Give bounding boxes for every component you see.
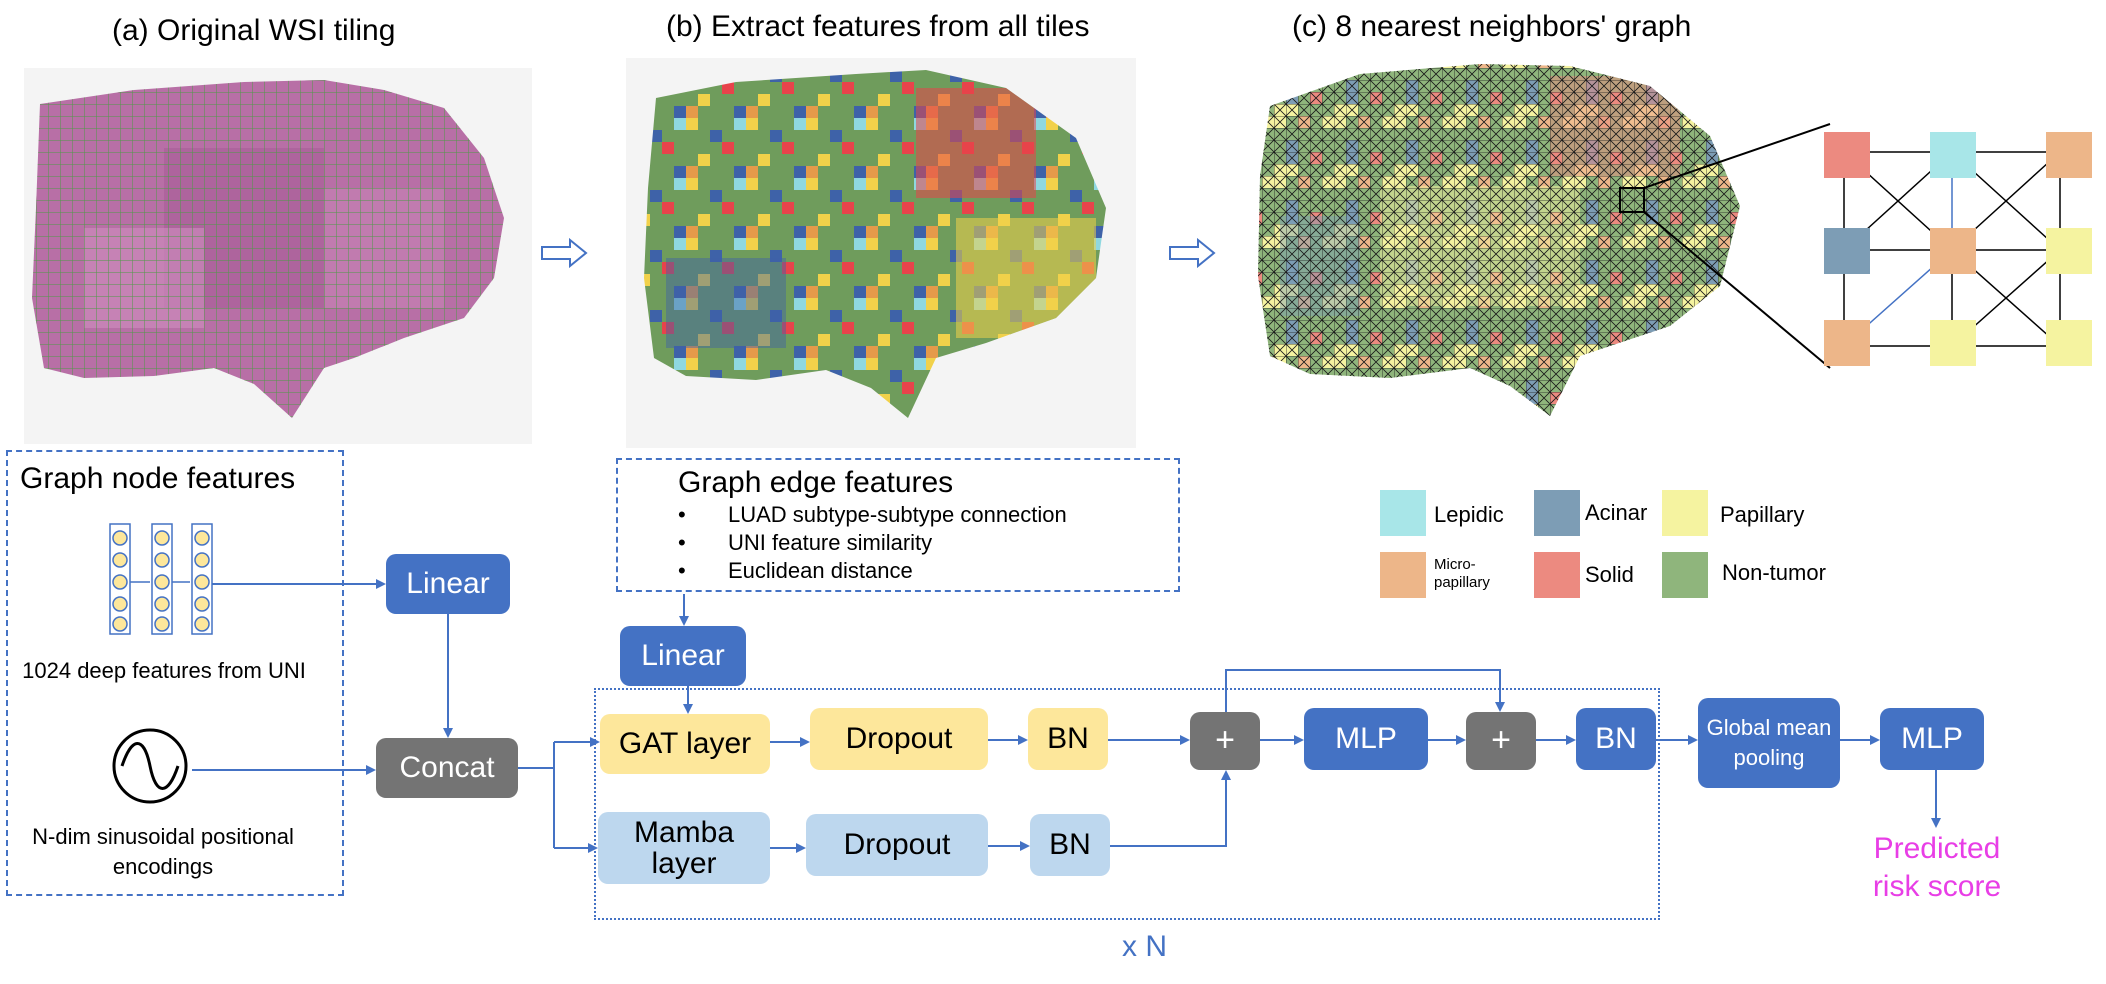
- mlp-block-inner: MLP: [1304, 708, 1428, 770]
- linear-edge-block: Linear: [620, 626, 746, 686]
- dropout-block-top: Dropout: [810, 708, 988, 770]
- edge-feature-bullet: •: [678, 530, 686, 555]
- legend-label-lepidic: Lepidic: [1434, 502, 1504, 527]
- gat-layer-block: GAT layer: [600, 714, 770, 774]
- edge-features-box: [616, 458, 1180, 592]
- feature-vectors-icon: [109, 523, 213, 635]
- dropout-block-bottom: Dropout: [806, 814, 988, 876]
- wsi-tiling-image: [24, 68, 532, 444]
- neighbor-inset: [1824, 132, 2092, 366]
- edge-feature-bullet: •: [678, 502, 686, 527]
- legend-label-papillary: Papillary: [1720, 502, 1805, 527]
- bn-block-final: BN: [1576, 708, 1656, 770]
- knn-graph-image: [1258, 64, 1740, 416]
- edge-features-title: Graph edge features: [678, 466, 954, 499]
- zoom-lines: [1643, 123, 1831, 369]
- residual-add-2: +: [1466, 712, 1536, 770]
- edge-feature-item: Euclidean distance: [728, 558, 913, 583]
- legend-label-micropapillary: Micro-papillary: [1434, 556, 1490, 591]
- concat-block: Concat: [376, 738, 518, 798]
- bn-block-top: BN: [1028, 708, 1108, 770]
- legend-swatch-micropapillary: [1380, 552, 1426, 598]
- linear-node-block: Linear: [386, 554, 510, 614]
- panel-c-title: (c) 8 nearest neighbors' graph: [1292, 10, 1692, 43]
- legend-swatch-nontumor: [1662, 552, 1708, 598]
- edge-feature-item: UNI feature similarity: [728, 530, 933, 555]
- legend-swatch-solid: [1534, 552, 1580, 598]
- bn-block-bottom: BN: [1030, 814, 1110, 876]
- mamba-layer-block: Mamba layer: [598, 812, 770, 884]
- feature-map-image: [626, 58, 1136, 448]
- predicted-risk-score: Predicted risk score: [1872, 832, 2002, 903]
- edge-feature-bullet: •: [678, 558, 686, 583]
- legend-label-solid: Solid: [1585, 562, 1634, 587]
- deep-features-label: 1024 deep features from UNI: [22, 658, 306, 683]
- repeat-label: x N: [1122, 930, 1167, 963]
- residual-add-1: +: [1190, 712, 1260, 770]
- legend: Lepidic Acinar Papillary Micro-papillary…: [1380, 490, 1900, 600]
- positional-encoding-label: N-dim sinusoidal positional encodings: [32, 824, 294, 879]
- legend-swatch-acinar: [1534, 490, 1580, 536]
- legend-swatch-lepidic: [1380, 490, 1426, 536]
- panel-b-title: (b) Extract features from all tiles: [666, 10, 1090, 43]
- mlp-block-output: MLP: [1880, 708, 1984, 770]
- legend-label-acinar: Acinar: [1585, 500, 1648, 525]
- arrow-a-to-b: [541, 238, 588, 268]
- arrow-b-to-c: [1169, 238, 1216, 268]
- repeat-block-frame: [594, 688, 1660, 920]
- legend-label-nontumor: Non-tumor: [1722, 560, 1826, 585]
- sinusoid-icon: [112, 728, 188, 804]
- panel-a-title: (a) Original WSI tiling: [112, 14, 396, 47]
- legend-swatch-papillary: [1662, 490, 1708, 536]
- edge-feature-item: LUAD subtype-subtype connection: [728, 502, 1067, 527]
- global-mean-pooling-block: Global mean pooling: [1698, 698, 1840, 788]
- node-features-title: Graph node features: [20, 462, 296, 495]
- node-features-box: [6, 450, 344, 896]
